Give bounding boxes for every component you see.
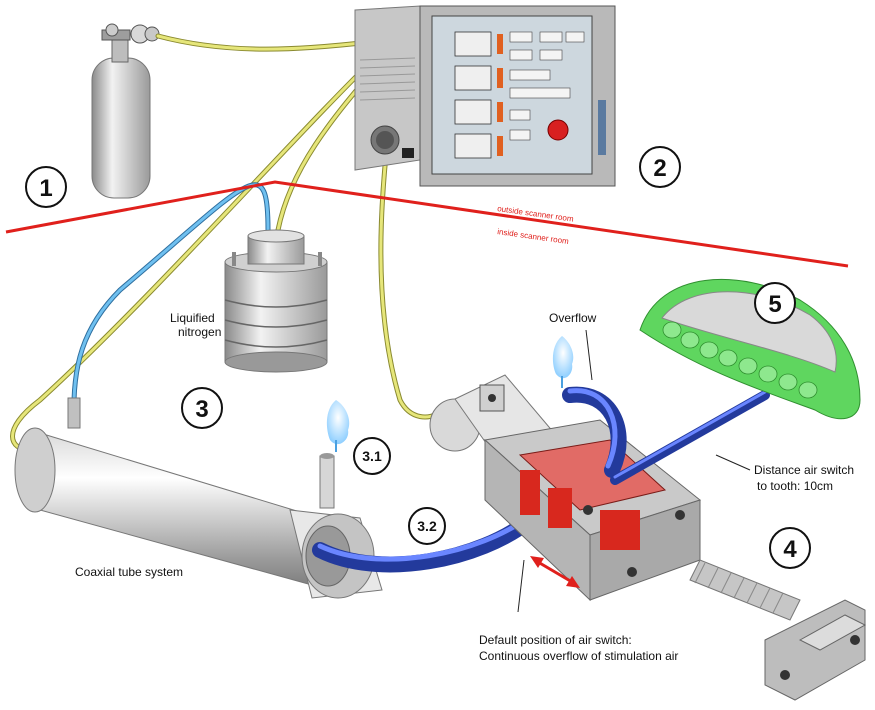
callout-3-1: 3.1 xyxy=(353,437,391,475)
dewar-icon xyxy=(224,229,328,373)
spindle-icon xyxy=(689,559,867,701)
svg-text:1: 1 xyxy=(39,175,52,202)
svg-text:3.2: 3.2 xyxy=(417,518,437,534)
distance-label-line1: Distance air switch xyxy=(754,463,854,477)
stimulation-air-tube xyxy=(312,512,538,573)
tooth-tube xyxy=(610,390,770,485)
callout-1: 1 xyxy=(25,166,67,208)
svg-text:3: 3 xyxy=(195,396,208,423)
svg-text:4: 4 xyxy=(783,536,797,563)
default-position-line1: Default position of air switch: xyxy=(479,633,632,647)
gas-cylinder-icon xyxy=(91,23,160,199)
nitrogen-label-line2: nitrogen xyxy=(178,325,221,339)
default-position-line2: Continuous overflow of stimulation air xyxy=(479,649,678,663)
coaxial-label: Coaxial tube system xyxy=(75,565,183,579)
air-switch-icon xyxy=(429,374,702,602)
coaxial-tube-icon xyxy=(14,397,383,599)
movement-arrow xyxy=(530,556,580,588)
overflow-label: Overflow xyxy=(549,311,597,325)
control-unit-icon xyxy=(354,5,616,187)
stop-button-icon xyxy=(547,119,569,141)
callout-3: 3 xyxy=(181,387,223,429)
svg-text:2: 2 xyxy=(653,155,666,182)
inside-room-label: inside scanner room xyxy=(497,227,570,246)
distance-label-line2: to tooth: 10cm xyxy=(757,479,833,493)
spray-icon-overflow xyxy=(552,336,574,388)
room-boundary-line xyxy=(5,180,849,268)
svg-text:5: 5 xyxy=(768,291,781,318)
callout-5: 5 xyxy=(754,282,796,324)
callout-4: 4 xyxy=(769,527,811,569)
svg-text:3.1: 3.1 xyxy=(362,448,382,464)
leader-lines xyxy=(517,329,751,613)
callout-2: 2 xyxy=(639,146,681,188)
callout-3-2: 3.2 xyxy=(408,507,446,545)
dental-model-icon xyxy=(639,278,861,420)
spray-icon-3-1 xyxy=(326,400,350,452)
nitrogen-label-line1: Liquified xyxy=(170,311,215,325)
